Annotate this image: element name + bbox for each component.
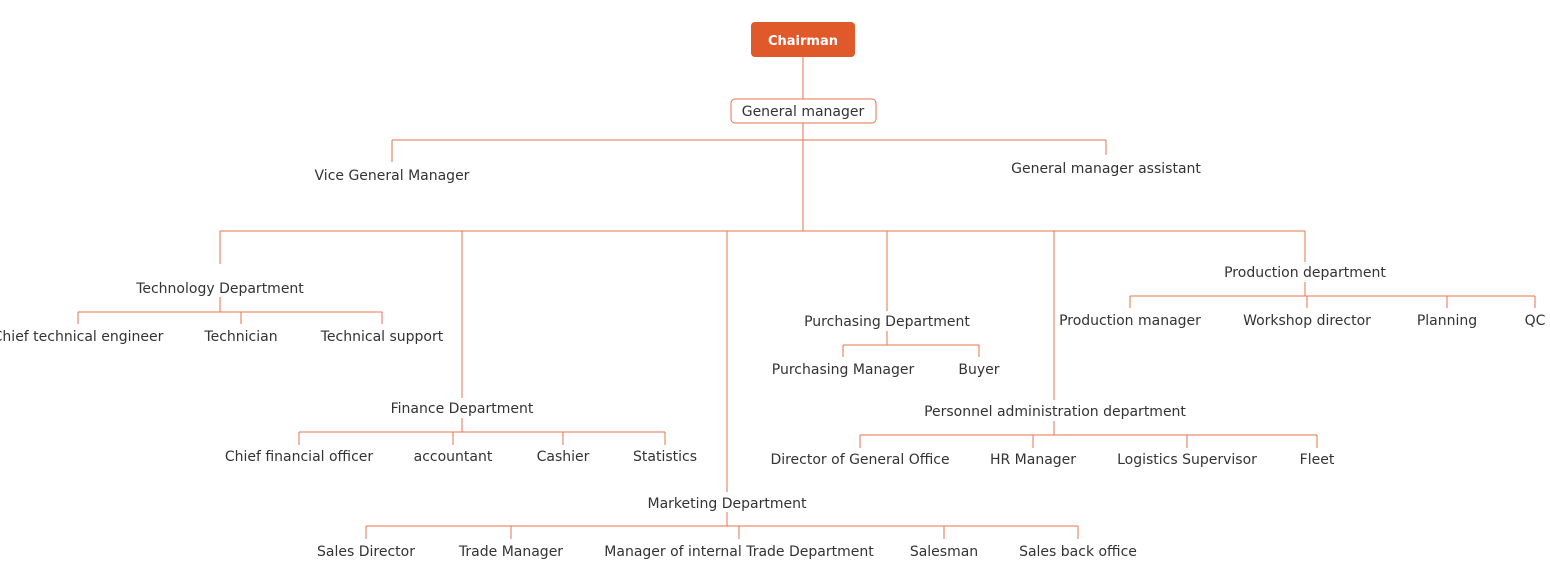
production-child-planning[interactable]: Planning [1417, 313, 1477, 329]
personnel-department-label[interactable]: Personnel administration department [924, 404, 1186, 420]
marketing-child-sales-back-office[interactable]: Sales back office [1019, 544, 1137, 560]
chairman-box [751, 22, 855, 57]
personnel-child-fleet[interactable]: Fleet [1300, 452, 1335, 468]
purchasing-child-manager[interactable]: Purchasing Manager [772, 362, 915, 378]
finance-department-label[interactable]: Finance Department [391, 401, 534, 417]
marketing-department-label[interactable]: Marketing Department [648, 496, 807, 512]
purchasing-child-buyer[interactable]: Buyer [958, 362, 999, 378]
personnel-child-director-general-office[interactable]: Director of General Office [770, 452, 949, 468]
finance-child-statistics[interactable]: Statistics [633, 449, 697, 465]
marketing-child-internal-trade-manager[interactable]: Manager of internal Trade Department [604, 544, 874, 560]
general-manager-label: General manager [742, 104, 865, 120]
marketing-child-trade-manager[interactable]: Trade Manager [458, 544, 563, 560]
connector-lines [77, 57, 1536, 539]
production-department-label[interactable]: Production department [1224, 265, 1386, 281]
technology-department-label[interactable]: Technology Department [135, 281, 304, 297]
purchasing-department-label[interactable]: Purchasing Department [804, 314, 970, 330]
general-manager-node[interactable]: General manager [730, 98, 877, 124]
production-child-workshop-director[interactable]: Workshop director [1243, 313, 1371, 329]
chairman-label: Chairman [768, 34, 838, 49]
finance-child-cashier[interactable]: Cashier [537, 449, 590, 465]
production-child-production-manager[interactable]: Production manager [1059, 313, 1201, 329]
finance-child-cfo[interactable]: Chief financial officer [225, 449, 374, 465]
general-manager-box [730, 98, 877, 124]
marketing-child-salesman[interactable]: Salesman [910, 544, 978, 560]
chairman-node[interactable]: Chairman [751, 22, 855, 57]
production-child-qc[interactable]: QC [1525, 313, 1546, 329]
marketing-child-sales-director[interactable]: Sales Director [317, 544, 415, 560]
tech-child-technician[interactable]: Technician [203, 329, 277, 345]
gm-assistant-label[interactable]: General manager assistant [1011, 161, 1201, 177]
personnel-child-hr-manager[interactable]: HR Manager [990, 452, 1076, 468]
tech-child-technical-support[interactable]: Technical support [320, 329, 444, 345]
personnel-child-logistics-supervisor[interactable]: Logistics Supervisor [1117, 452, 1257, 468]
tech-child-chief-engineer[interactable]: Chief technical engineer [0, 329, 164, 345]
finance-child-accountant[interactable]: accountant [414, 449, 493, 465]
vice-general-manager-label[interactable]: Vice General Manager [315, 168, 470, 184]
